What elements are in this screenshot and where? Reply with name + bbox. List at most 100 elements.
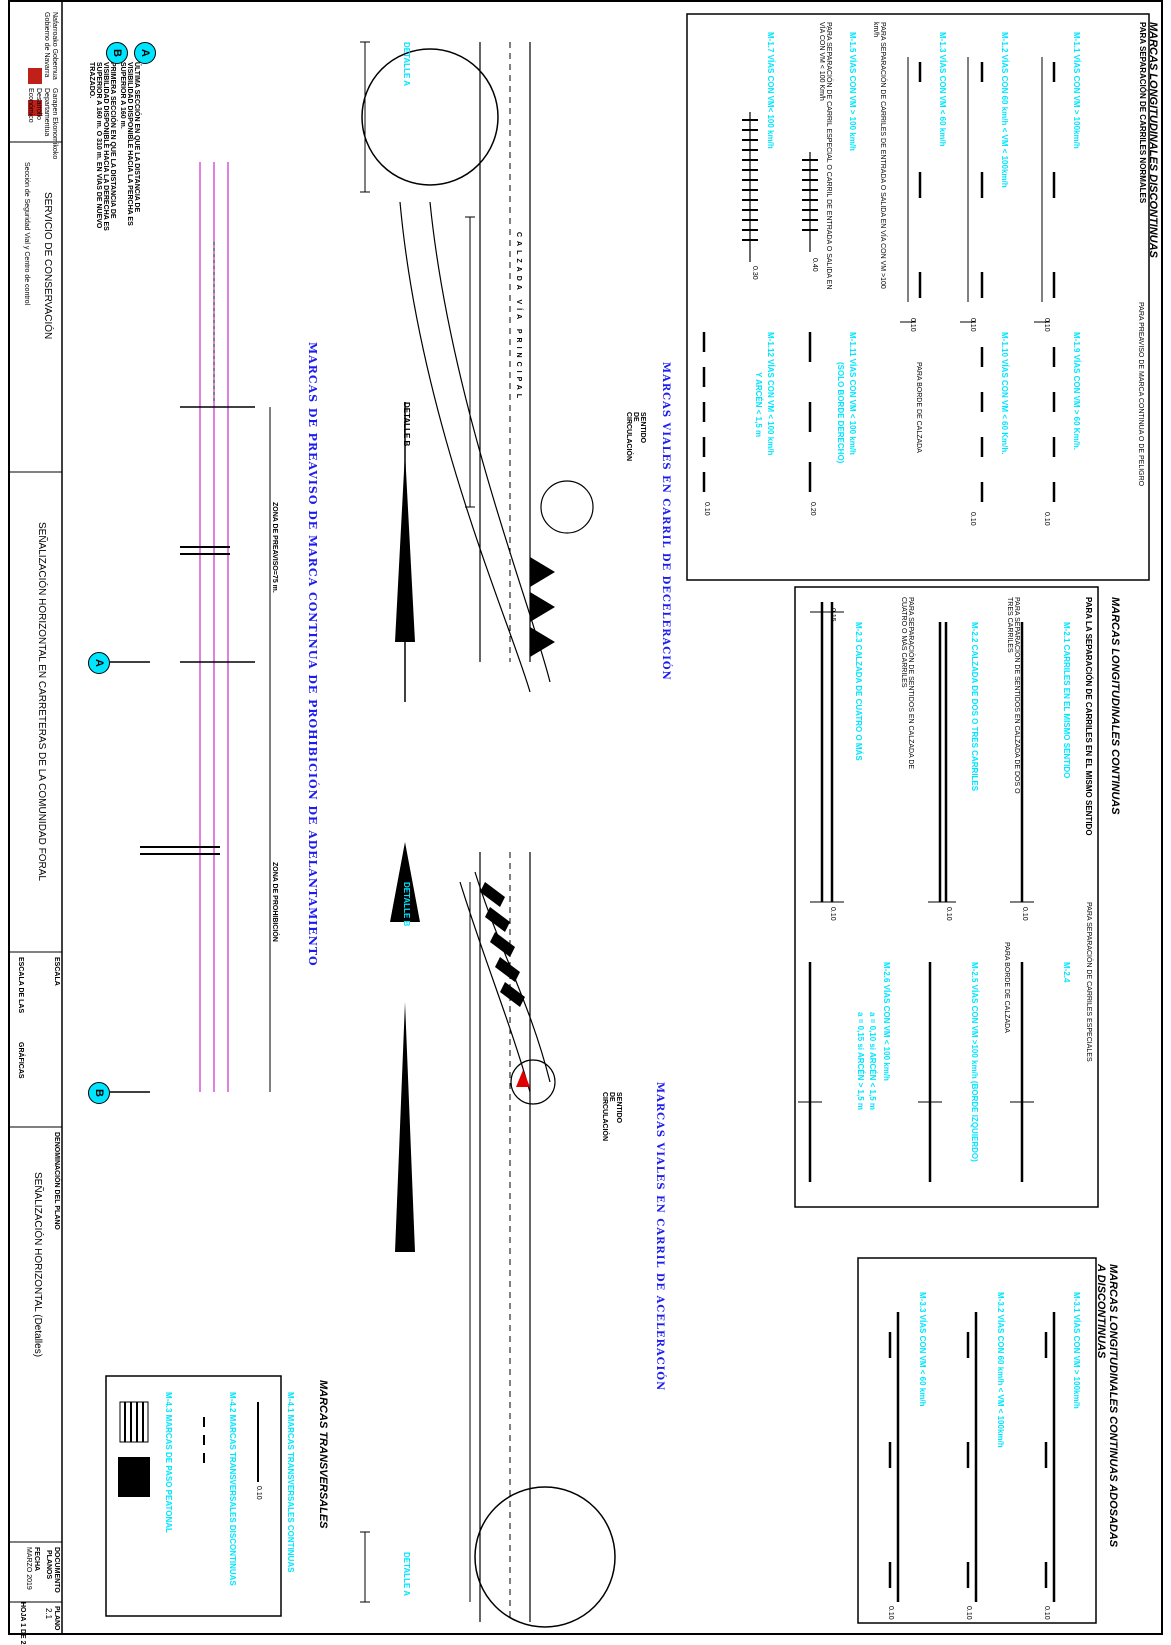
dimension-lines	[900, 57, 1050, 323]
w040-a: 0.40	[811, 258, 818, 272]
continuas-subtitle: PARA LA SEPARACIÓN DE CARRILES EN EL MIS…	[1084, 597, 1093, 836]
tb-dept3: Desarrollo	[35, 88, 42, 120]
w010-c: 0.10	[909, 318, 916, 332]
detalle-a-acc: DETALLE A	[402, 1552, 411, 1596]
w010-f: 0.10	[703, 502, 710, 516]
m43-label: M-4.3 MARCAS DE PASO PEATONAL	[164, 1392, 173, 1533]
m13-label: M-1.3 VÍAS CON VM < 60 km/h	[938, 32, 947, 147]
tb-gov2: Gobierno de Navarra	[43, 12, 50, 78]
panel-transversales	[105, 1375, 282, 1617]
w010-g: 0.10	[1021, 907, 1028, 921]
sample-lines-discontinuas	[918, 62, 1056, 298]
tb-sheet-label: PLANO	[53, 1606, 60, 1631]
w010-k: 0.10	[965, 1606, 972, 1620]
navarra-logo-icon	[28, 68, 42, 84]
m31-label: M-3.1 VÍAS CON VM > 100km/h	[1072, 1292, 1081, 1409]
w010-h: 0.10	[945, 907, 952, 921]
sample-lines-preaviso	[702, 332, 1056, 502]
panel-adosadas	[857, 1257, 1097, 1624]
special-continuas: PARA SEPARACIÓN DE CARRILES ESPECIALES	[1085, 902, 1092, 1062]
preaviso-lines	[110, 242, 271, 1093]
tb-dept1: Garapen Ekonomikoko	[51, 88, 58, 160]
cebreado-aceleracion	[480, 882, 525, 1007]
navarra-logo-icon	[28, 100, 42, 116]
dim-deceleracion	[360, 41, 475, 702]
tb-date-label: FECHA	[33, 1547, 40, 1572]
paso-peatonal	[118, 1401, 150, 1497]
m112-label: M-1.12 VÍAS CON VM < 100 km/h	[766, 332, 775, 456]
marker-a-road-icon: A	[88, 652, 110, 674]
note-a: ÚLTIMA SECCIÓN EN QUE LA DISTANCIA DE VI…	[119, 62, 140, 226]
tb-gov1: Nafarroako Gobernua	[51, 12, 58, 80]
drawing-sheet: Nafarroako Gobernua Gobierno de Navarra …	[8, 0, 1163, 1645]
tb-dept2: Departamentua	[43, 88, 50, 137]
note-b: PRIMERA SECCIÓN EN QUE LA DISTANCIA DE V…	[88, 62, 116, 231]
special-note2: PARA SEPARACIÓN DE CARRIL ESPECIAL O CAR…	[818, 22, 832, 290]
w010-e: 0.10	[969, 512, 976, 526]
discontinuas-title: MARCAS LONGITUDINALES DISCONTINUAS	[1147, 22, 1159, 258]
magenta-road-lines	[199, 162, 229, 1092]
detalle-b-arrows	[390, 452, 420, 1252]
m112b-label: Y ARCÉN < 1,5 m	[754, 372, 763, 438]
w010-j: 0.10	[1043, 1606, 1050, 1620]
w010-i: 0.10	[829, 907, 836, 921]
tb-project: SEÑALIZACIÓN HORIZONTAL EN CARRETERAS DE…	[36, 522, 47, 881]
m42-label: M-4.2 MARCAS TRANSVERSALES DISCONTINUAS	[228, 1392, 237, 1586]
m24-label: M-2.4	[1062, 962, 1071, 983]
sample-lines-continuas	[808, 602, 1024, 1182]
tb-plan-label: DENOMINACIÓN DEL PLANO	[53, 1132, 60, 1230]
tb-doc-value: PLANOS	[45, 1550, 52, 1580]
w010-a: 0.10	[1043, 318, 1050, 332]
sample-lines-adosadas	[888, 1312, 1056, 1602]
sentido-acc: SENTIDO DE CIRCULACIÓN	[601, 1092, 622, 1141]
peligro-note: PARA PREAVISO DE MARCA CONTINUA O DE PEL…	[1137, 302, 1144, 487]
panel-discontinuas	[686, 13, 1150, 581]
m19-label: M-1.9 VÍAS CON VM > 60 Km/h.	[1072, 332, 1081, 451]
m41-label: M-4.1 MARCAS TRANSVERSALES CONTINUAS	[286, 1392, 295, 1573]
w015-a: 0.15	[829, 608, 836, 622]
m110-label: M-1.10 VÍAS CON VM < 60 Km/h.	[1000, 332, 1009, 455]
discontinuas-subtitle: PARA SEPARACIÓN DE CARRILES NORMALES	[1138, 22, 1147, 204]
borde-continuas: PARA BORDE DE CALZADA	[1003, 942, 1010, 1033]
m33-label: M-3.3 VÍAS CON VM < 60 km/h	[918, 1292, 927, 1407]
tb-dept4: Económico	[27, 88, 34, 123]
tb-scale-graph: GRÁFICAS	[17, 1042, 24, 1079]
marker-b-icon: B	[106, 42, 128, 64]
m111-label: M-1.11 VÍAS CON VM < 100 km/h	[848, 332, 857, 455]
transversales-title: MARCAS TRANSVERSALES	[317, 1380, 329, 1529]
sample-transversales	[203, 1402, 259, 1482]
m26b-label: a = 0,10 si ARCÉN < 1,5 m	[868, 1012, 877, 1110]
drawing-canvas	[10, 2, 1150, 1633]
m25-label: M-2.5 VÍAS CON VM >100 km/h (BORDE IZQUI…	[970, 962, 979, 1162]
continuas-title: MARCAS LONGITUDINALES CONTINUAS	[1109, 597, 1121, 815]
tb-section: Sección de Seguridad Vial y Centro de co…	[23, 162, 30, 306]
m21-label: M-2.1 CARRILES EN EL MISMO SENTIDO	[1062, 622, 1071, 779]
road-aceleracion	[459, 852, 616, 1628]
marker-b-road-icon: B	[88, 1082, 110, 1104]
note-four: PARA SEPARACIÓN DE SENTIDOS EN CALZADA D…	[900, 597, 914, 770]
w020-a: 0.20	[809, 502, 816, 516]
tb-date-value: MARZO 2019	[25, 1547, 32, 1590]
m26c-label: a = 0,15 si ARCÉN > 1,5 m	[856, 1012, 865, 1110]
m12-label: M-1.2 VÍAS CON 60 km/h < VM < 100km/h	[1000, 32, 1009, 188]
road-deceleracion	[361, 42, 594, 693]
tb-doc-label: DOCUMENTO	[53, 1547, 60, 1593]
m23-label: M-2.3 CALZADA DE CUATRO O MÁS	[854, 622, 863, 761]
special-note: PARA SEPARACIÓN DE CARRILES DE ENTRADA O…	[872, 22, 886, 289]
detalle-b-dec: DETALLE B	[402, 402, 411, 447]
deceleracion-title: MARCAS VIALES EN CARRIL DE DECELERACIÓN	[660, 362, 671, 681]
detalle-a-dec: DETALLE A	[402, 42, 411, 86]
dim-aceleracion	[360, 882, 471, 1603]
red-marker-icon	[516, 1070, 530, 1087]
borde-note: PARA BORDE DE CALZADA	[915, 362, 922, 453]
m15-label: M-1.5 VÍAS CON VM > 100 km/h	[848, 32, 857, 151]
tb-scale-label: ESCALA	[53, 957, 60, 986]
tb-service: SERVICIO DE CONSERVACIÓN	[42, 192, 53, 340]
w010-b: 0.10	[969, 318, 976, 332]
m11-label: M-1.1 VÍAS CON VM > 100km/h	[1072, 32, 1081, 149]
w010-m: 0.10	[255, 1486, 262, 1500]
sample-lines-special	[749, 112, 811, 262]
sentido-dec: SENTIDO DE CIRCULACIÓN	[625, 412, 646, 461]
m26-label: M-2.6 VÍAS CON VM < 100 km/h	[882, 962, 891, 1081]
w010-d: 0.10	[1043, 512, 1050, 526]
